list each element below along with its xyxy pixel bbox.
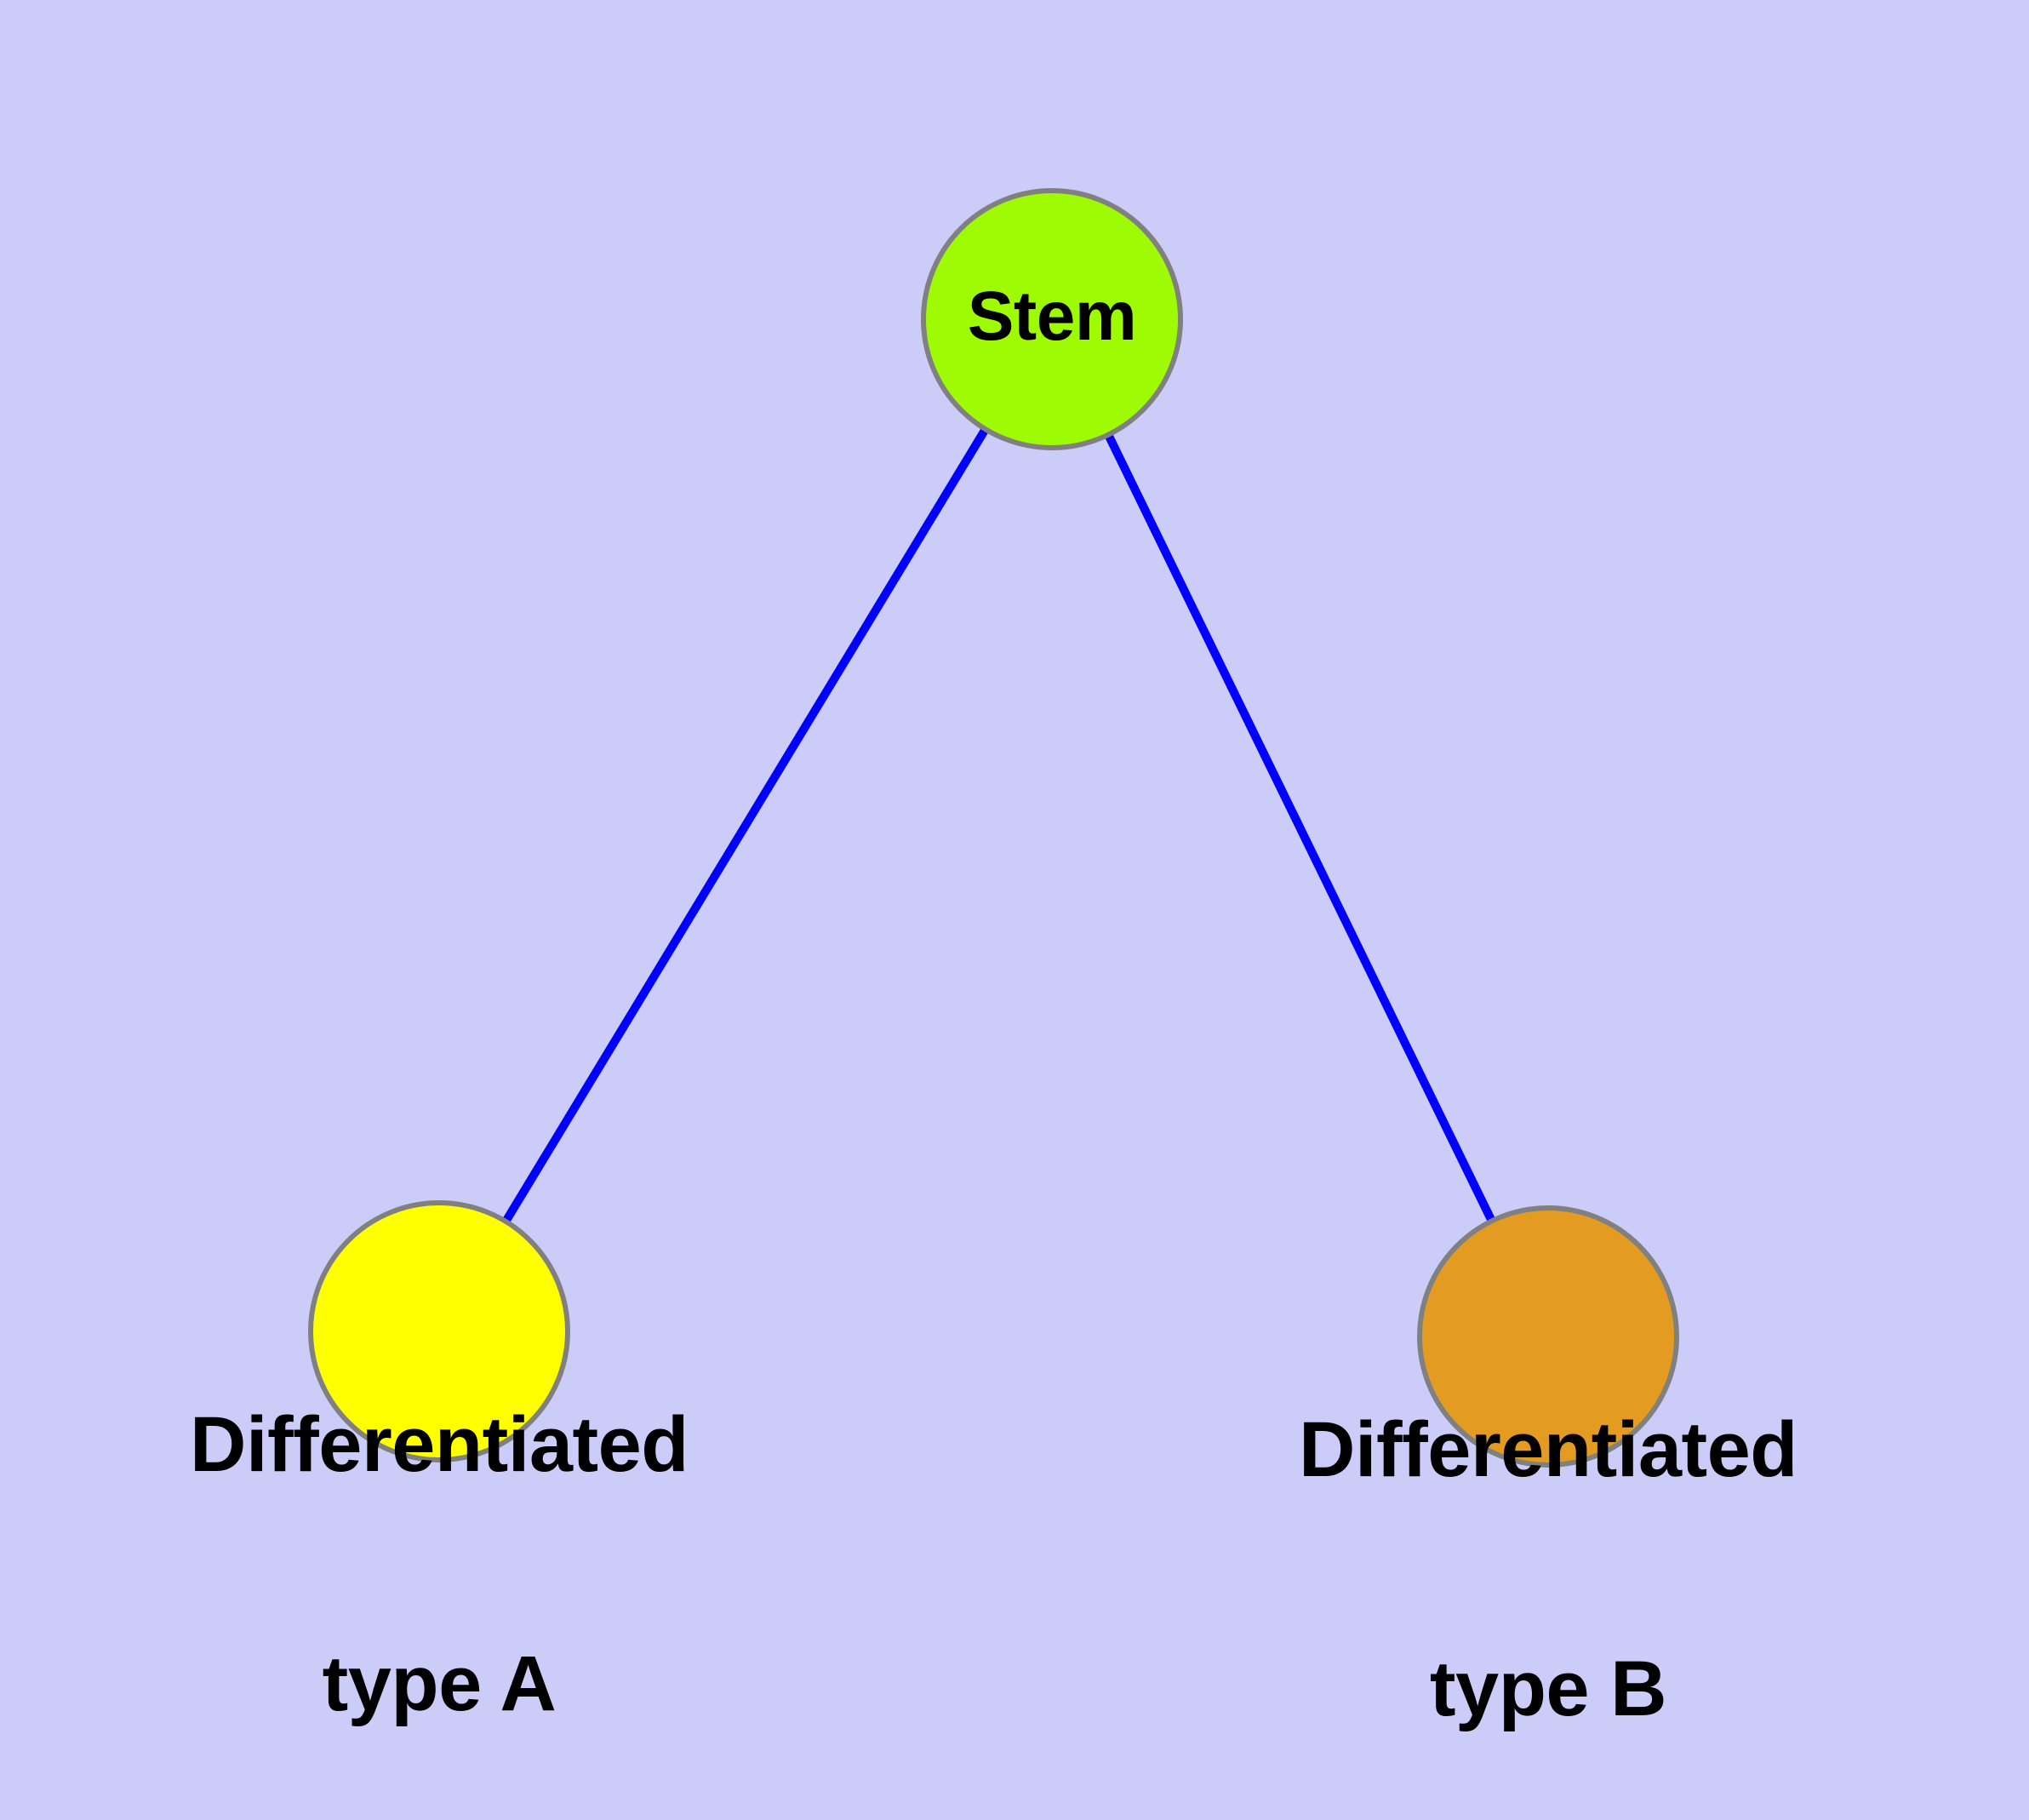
edge-stem-to-differentiated-a[interactable] xyxy=(500,423,991,1228)
edge-group xyxy=(500,423,1497,1228)
node-differentiated-type-b[interactable] xyxy=(1417,1205,1679,1468)
edge-stem-to-differentiated-b[interactable] xyxy=(1103,428,1497,1228)
node-differentiated-type-a[interactable] xyxy=(308,1200,570,1462)
node-stem[interactable] xyxy=(921,188,1183,450)
node-group xyxy=(308,188,1679,1468)
